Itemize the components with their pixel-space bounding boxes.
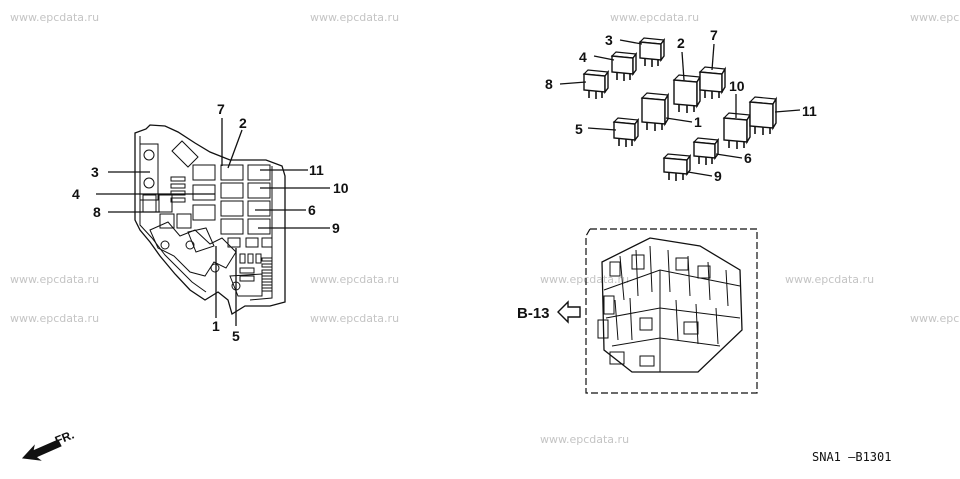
- callout-1: 1: [694, 114, 702, 130]
- callout-3: 3: [605, 32, 613, 48]
- watermark: www.epcdata.ru: [10, 273, 99, 286]
- fuse-relay-box: [134, 124, 286, 316]
- callout-5: 5: [575, 121, 583, 137]
- callout-11: 11: [309, 162, 324, 178]
- arrow-front-icon: [21, 439, 62, 461]
- relay-leaders: [559, 39, 801, 177]
- watermark: www.epcdata.ru: [10, 11, 99, 24]
- callout-7: 7: [710, 27, 718, 43]
- callout-11: 11: [802, 103, 817, 119]
- watermark: www.epcdata.ru: [310, 273, 399, 286]
- relay-9: [662, 153, 692, 181]
- watermark: www.epcdata.ru: [610, 11, 699, 24]
- watermark: www.epcdata.ru: [10, 312, 99, 325]
- callout-8: 8: [545, 76, 553, 92]
- relay-6: [692, 137, 720, 165]
- fuse-box-callouts: 7 2 3 11 4 10 8 6 9 1 5: [72, 101, 349, 344]
- diagram-code: SNA1 –B1301: [812, 450, 891, 464]
- watermark: www.epc: [910, 11, 959, 24]
- relay-callouts: 3 2 7 4 8 10 11 1 5 6 9: [545, 27, 817, 184]
- fuse-box-leaders: [96, 118, 330, 326]
- callout-8: 8: [93, 204, 101, 220]
- callout-10: 10: [333, 180, 349, 196]
- front-direction-indicator: FR.: [21, 428, 76, 461]
- callout-6: 6: [744, 150, 752, 166]
- callout-3: 3: [91, 164, 99, 180]
- callout-10: 10: [729, 78, 745, 94]
- direction-label: FR.: [53, 428, 76, 448]
- callout-4: 4: [72, 186, 80, 202]
- callout-6: 6: [308, 202, 316, 218]
- relay-1: [640, 92, 670, 131]
- reference-pointer: B-13: [517, 300, 581, 324]
- callout-4: 4: [579, 49, 587, 65]
- watermark: www.epcdata.ru: [310, 312, 399, 325]
- callout-7: 7: [217, 101, 225, 117]
- relay-7: [698, 66, 727, 99]
- callout-9: 9: [714, 168, 722, 184]
- watermark: www.epcdata.ru: [540, 433, 629, 446]
- watermark: www.epcdata.ru: [540, 273, 629, 286]
- callout-9: 9: [332, 220, 340, 236]
- relay-4: [610, 51, 638, 81]
- relay-3: [638, 37, 666, 67]
- relay-group: [582, 37, 778, 181]
- watermark: www.epc: [910, 312, 959, 325]
- watermark: www.epcdata.ru: [785, 273, 874, 286]
- reference-label: B-13: [517, 305, 550, 322]
- reference-assembly: [585, 228, 758, 394]
- callout-1: 1: [212, 318, 220, 334]
- relay-2: [672, 74, 702, 113]
- relay-11: [748, 96, 778, 135]
- callout-2: 2: [239, 115, 247, 131]
- arrow-left-icon: [557, 300, 581, 324]
- callout-2: 2: [677, 35, 685, 51]
- relay-8: [582, 69, 610, 99]
- callout-5: 5: [232, 328, 240, 344]
- watermark: www.epcdata.ru: [310, 11, 399, 24]
- watermark-layer: www.epcdata.ru www.epcdata.ru www.epcdat…: [10, 11, 959, 446]
- relay-10: [722, 112, 752, 149]
- relay-5: [612, 117, 640, 147]
